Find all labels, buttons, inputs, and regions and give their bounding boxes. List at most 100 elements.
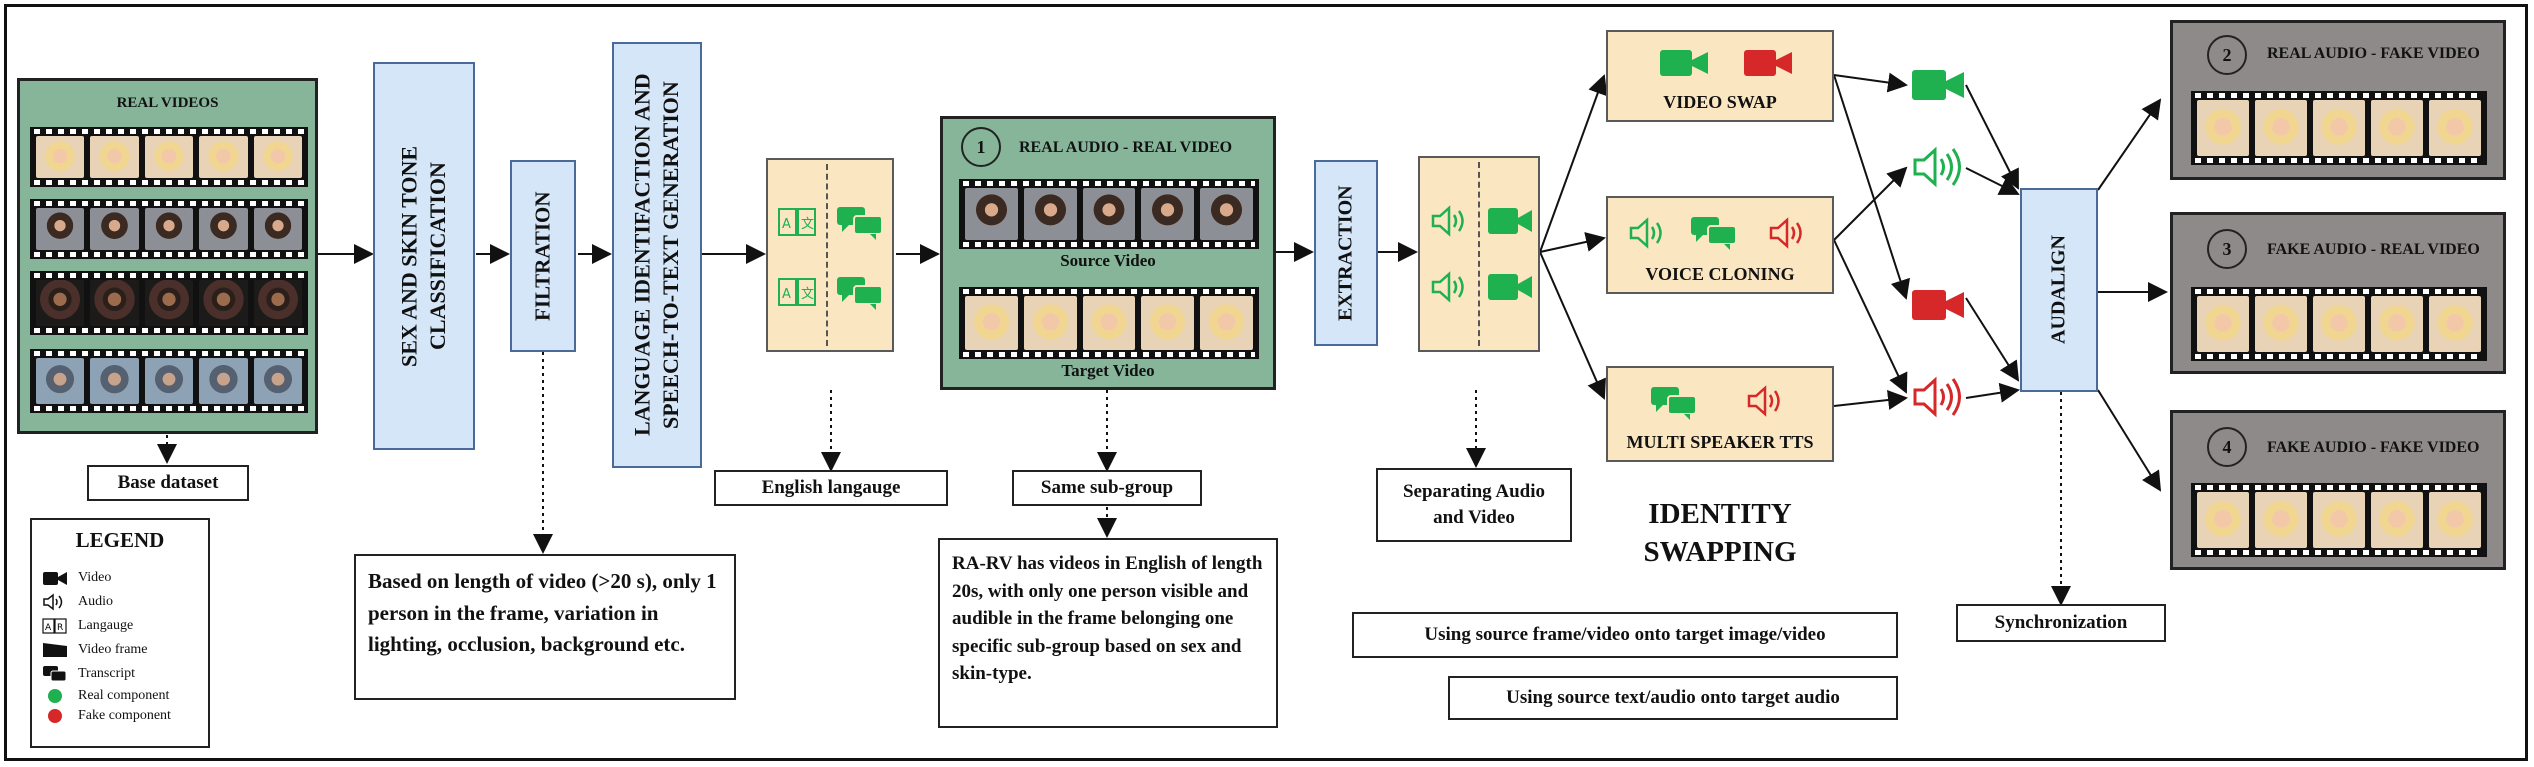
video-frame: [2197, 100, 2249, 156]
video-frame: [1023, 188, 1077, 240]
legend-label: Video frame: [78, 642, 148, 657]
output-title: FAKE AUDIO - REAL VIDEO: [2267, 241, 2480, 258]
audio-speaker-icon: [1629, 217, 1662, 249]
video-frame: [36, 358, 85, 404]
video-frame: [36, 208, 85, 250]
video-frame: [2313, 100, 2365, 156]
identity-note-1: Using source frame/video onto target ima…: [1352, 612, 1898, 658]
transcript-icon: [1691, 217, 1737, 250]
video-frame: [2371, 492, 2423, 548]
filtration-note: Based on length of video (>20 s), only 1…: [354, 554, 736, 700]
video-strip: [30, 199, 308, 259]
video-frame: [253, 358, 303, 404]
fake-dot-icon: [48, 709, 62, 723]
legend-item: Fake component: [42, 706, 202, 726]
rarv-panel: 1 REAL AUDIO - REAL VIDEO Source Video T…: [940, 116, 1276, 390]
video-strip: [30, 271, 308, 335]
audio-speaker-icon: [1913, 376, 1961, 418]
video-frame: [199, 280, 248, 326]
legend-label: Transcript: [78, 666, 136, 681]
separating-label: Separating Audio and Video: [1376, 468, 1572, 542]
real-videos-panel: REAL VIDEOS: [17, 78, 318, 434]
voice-cloning-box: VOICE CLONING: [1606, 196, 1834, 294]
video-strip: [30, 349, 308, 413]
filtration-box: FILTRATION: [510, 160, 576, 352]
video-swap-box: VIDEO SWAP: [1606, 30, 1834, 122]
video-frame: [199, 358, 248, 404]
identity-swapping-title: IDENTITY SWAPPING: [1643, 498, 1797, 568]
base-dataset-label: Base dataset: [87, 465, 249, 501]
same-subgroup-label: Same sub-group: [1012, 470, 1202, 506]
synchronization-label: Synchronization: [1956, 604, 2166, 642]
video-camera-icon: [1744, 50, 1792, 76]
video-frame: [144, 280, 194, 326]
output-video-strip: [2191, 483, 2487, 557]
video-frame: [2197, 296, 2249, 352]
source-video-strip: [959, 179, 1259, 249]
output-number: 3: [2207, 229, 2247, 269]
output-number: 4: [2207, 427, 2247, 467]
svg-text:A: A: [782, 287, 791, 302]
audio-speaker-icon: [1769, 217, 1802, 249]
video-camera-icon: [43, 572, 67, 585]
figure-border: [4, 4, 2528, 761]
video-camera-icon: [1912, 70, 1964, 100]
box-divider: [1478, 162, 1480, 346]
separating-box: [1418, 156, 1540, 352]
output-panel-ra-fv: 2 REAL AUDIO - FAKE VIDEO: [2170, 20, 2506, 180]
legend-label: Audio: [78, 594, 113, 609]
transcript-icon: [837, 207, 883, 240]
video-frame: [1082, 188, 1136, 240]
rarv-note: RA-RV has videos in English of length 20…: [938, 538, 1278, 728]
svg-text:A: A: [45, 623, 52, 633]
video-frame: [965, 188, 1018, 240]
box-divider: [826, 164, 828, 346]
real-videos-title: REAL VIDEOS: [116, 95, 219, 111]
audio-speaker-icon: [1431, 271, 1464, 303]
video-frame: [36, 280, 85, 326]
video-frame-icon: [43, 643, 67, 657]
video-frame: [144, 208, 194, 250]
video-camera-icon: [1912, 290, 1964, 320]
video-camera-icon: [1488, 274, 1532, 300]
identity-note-2: Using source text/audio onto target audi…: [1448, 676, 1898, 720]
legend-item: Transcript: [42, 662, 202, 686]
video-frame: [965, 296, 1018, 350]
video-frame: [1200, 296, 1253, 350]
audio-speaker-icon: [1431, 205, 1464, 237]
video-frame: [144, 136, 194, 178]
classification-box: SEX AND SKIN TONE CLASSIFICATION: [373, 62, 475, 450]
legend-label: Real component: [78, 688, 170, 703]
audio-speaker-icon: [1913, 146, 1961, 188]
video-frame: [2429, 296, 2481, 352]
audio-speaker-icon: [43, 593, 63, 611]
video-frame: [2255, 492, 2307, 548]
output-video-strip: [2191, 91, 2487, 165]
legend-label: Video: [78, 570, 112, 585]
transcript-icon: [837, 277, 883, 310]
legend-label: Langauge: [78, 618, 134, 633]
video-frame: [2255, 100, 2307, 156]
language-box: LANGUAGE IDENTIFACTION AND SPEECH-TO-TEX…: [612, 42, 702, 468]
video-frame: [90, 358, 139, 404]
video-camera-icon: [1488, 208, 1532, 234]
target-video-label: Target Video: [1061, 361, 1155, 380]
output-number: 2: [2207, 35, 2247, 75]
svg-text:R: R: [57, 623, 63, 633]
source-video-label: Source Video: [1060, 251, 1156, 270]
video-frame: [2313, 492, 2365, 548]
tts-label: MULTI SPEAKER TTS: [1626, 432, 1814, 452]
video-frame: [2429, 100, 2481, 156]
video-camera-icon: [1660, 50, 1708, 76]
audalign-box: AUDALIGN: [2020, 188, 2098, 392]
legend-item: Video: [42, 566, 202, 590]
video-frame: [1141, 188, 1195, 240]
legend-label: Fake component: [78, 708, 171, 723]
video-frame: [90, 136, 139, 178]
transcript-icon: [1651, 387, 1697, 420]
